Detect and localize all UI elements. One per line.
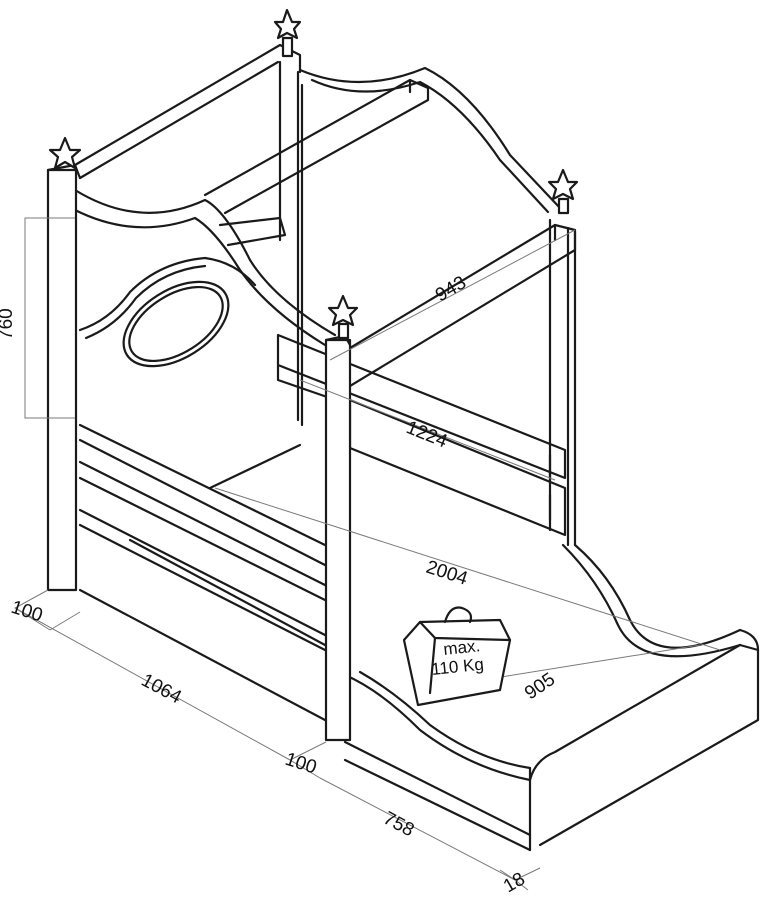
dimension-label-758: 758 [380, 808, 418, 841]
footboard [528, 543, 760, 847]
dimension-label-943: 943 [432, 272, 470, 306]
canopy-top-frame [73, 43, 577, 388]
dimension-label-100-mid: 100 [282, 749, 319, 779]
oval-window [122, 280, 230, 368]
front-right-post [324, 334, 352, 742]
weight-label-line1: max. [442, 636, 481, 659]
back-headboard [73, 188, 337, 368]
bed-base [78, 423, 532, 852]
star-icon [48, 136, 82, 170]
dimension-label-2004: 2004 [423, 557, 470, 590]
back-posts [278, 60, 577, 547]
side-rails [218, 216, 567, 537]
star-icon [547, 168, 579, 215]
weight-bag-icon: max. 110 Kg [402, 606, 512, 707]
dimension-label-905: 905 [521, 669, 559, 704]
dimension-label-1064: 1064 [138, 670, 186, 709]
dimension-label-100-left: 100 [8, 597, 45, 627]
dimension-lines [14, 217, 721, 891]
front-left-post [46, 163, 82, 592]
star-icon [273, 8, 302, 58]
dimension-label-760: 760 [0, 308, 17, 340]
star-icon [327, 294, 359, 340]
